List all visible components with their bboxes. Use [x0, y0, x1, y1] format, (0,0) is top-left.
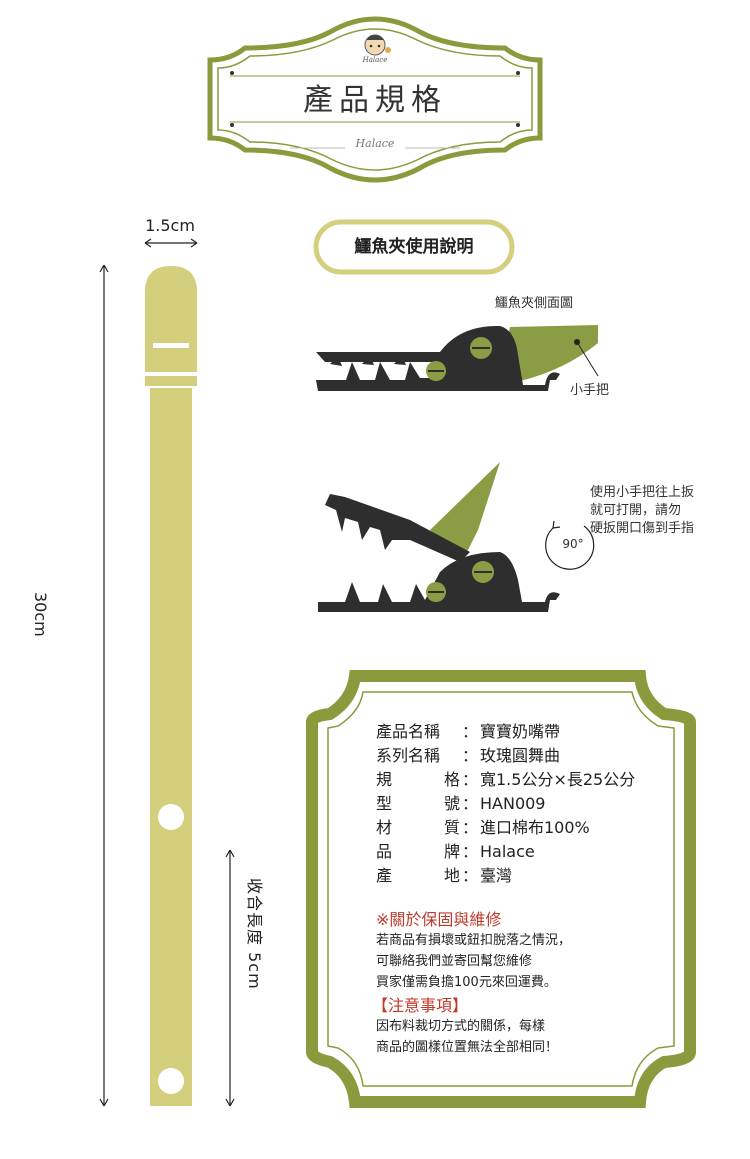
- spec-value: 玫瑰圓舞曲: [480, 746, 561, 765]
- warranty-heading: ※關於保固與維修: [376, 910, 502, 929]
- notice-heading: 【注意事項】: [372, 996, 469, 1015]
- baby-logo-icon: [364, 34, 391, 56]
- spec-row: 系列名稱 ： 玫瑰圓舞曲: [376, 744, 676, 768]
- spec-row: 產品名稱 ： 寶寶奶嘴帶: [376, 720, 676, 744]
- spec-row: 規格 ： 寬1.5公分×長25公分: [376, 768, 676, 792]
- page-title: 產品規格: [303, 83, 447, 118]
- side-view-label: 鱷魚夾側面圖: [495, 296, 574, 311]
- spec-value: Halace: [480, 842, 535, 861]
- open-clip: [318, 462, 560, 612]
- spec-key: 材質: [376, 818, 460, 837]
- spec-key: 產品名稱: [376, 722, 441, 741]
- spec-value: 臺灣: [480, 866, 513, 885]
- handle-label: 小手把: [570, 383, 610, 398]
- rotate-arrow-icon: [552, 520, 561, 529]
- spec-row: 品牌 ： Halace: [376, 840, 676, 864]
- warranty-body: 若商品有損壞或鈕扣脫落之情況， 可聯絡我們並寄回幫您維修 買家僅需負擔100元來…: [376, 933, 572, 990]
- brand-logo-text: Halace: [362, 56, 388, 64]
- clip-instructions: 使用小手把往上扳 就可打開，請勿 硬扳開口傷到手指: [590, 485, 695, 536]
- header-frame: [207, 16, 543, 183]
- spec-key: 品牌: [376, 842, 460, 861]
- spec-row: 產地 ： 臺灣: [376, 864, 676, 888]
- spec-row: 型號 ： HAN009: [376, 792, 676, 816]
- clip-guide-title: 鱷魚夾使用說明: [354, 237, 474, 257]
- spec-value: 進口棉布100%: [480, 818, 590, 837]
- spec-value: 寶寶奶嘴帶: [480, 722, 561, 741]
- strap-body: [150, 388, 192, 1106]
- angle-label: 90°: [562, 537, 584, 551]
- spec-value: 寬1.5公分×長25公分: [480, 770, 636, 789]
- spec-key: 系列名稱: [376, 746, 441, 765]
- notice-body: 因布料裁切方式的關係，每樣 商品的圖樣位置無法全部相同！: [376, 1019, 559, 1055]
- closed-clip: [316, 325, 599, 391]
- spec-value: HAN009: [480, 794, 546, 813]
- button-hole-bottom: [158, 1068, 184, 1094]
- spec-key: 產地: [376, 866, 460, 885]
- spec-key: 規格: [376, 770, 460, 789]
- spec-list: 產品名稱 ： 寶寶奶嘴帶 系列名稱 ： 玫瑰圓舞曲 規格 ： 寬1.5公分×長2…: [376, 720, 676, 888]
- brand-signature: Halace: [355, 137, 395, 150]
- spec-row: 材質 ： 進口棉布100%: [376, 816, 676, 840]
- spec-key: 型號: [376, 794, 460, 813]
- width-label: 1.5cm: [145, 216, 195, 235]
- button-hole: [158, 804, 184, 830]
